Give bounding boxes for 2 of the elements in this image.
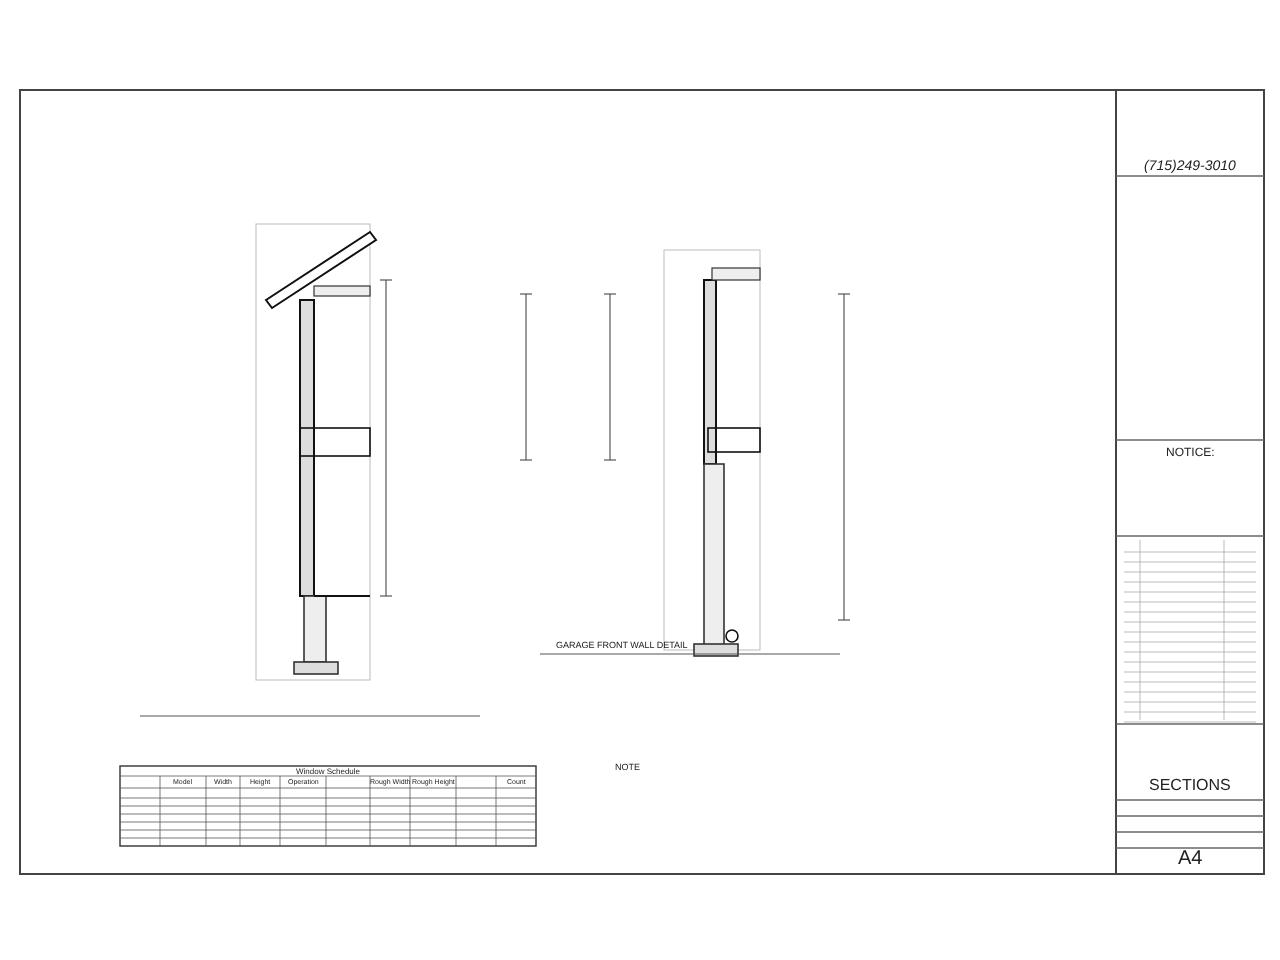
sheet-title: SECTIONS xyxy=(1149,778,1231,794)
sheet-number: A4 xyxy=(1178,850,1203,870)
